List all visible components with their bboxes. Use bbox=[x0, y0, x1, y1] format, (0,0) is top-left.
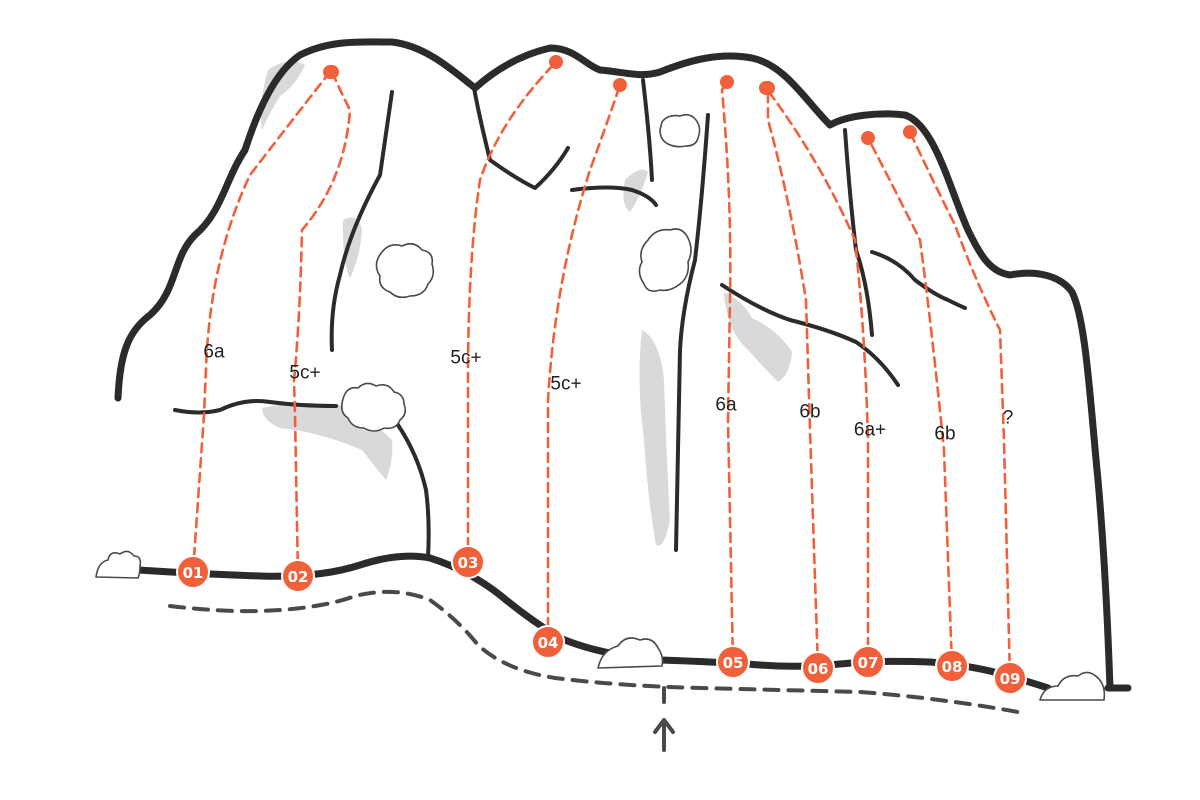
route-07: 6a+ 07 bbox=[759, 81, 886, 679]
route-grade: 6b bbox=[799, 402, 820, 423]
route-line bbox=[466, 60, 558, 564]
route-anchor bbox=[861, 131, 875, 145]
route-grade: 5c+ bbox=[289, 363, 320, 384]
route-line bbox=[191, 70, 332, 574]
route-line bbox=[546, 83, 622, 644]
routes-layer: 6a 01 5c+ 02 5c+ 03 5c+ 04 6a 05 6b 06 6a+ 07 6b 08? 09 bbox=[176, 55, 1027, 695]
route-start-marker bbox=[281, 559, 315, 593]
route-number: 04 bbox=[538, 634, 559, 652]
route-start-marker bbox=[993, 661, 1027, 695]
route-grade: 6a bbox=[715, 395, 737, 416]
route-number: 05 bbox=[723, 654, 744, 672]
route-anchor bbox=[720, 75, 734, 89]
route-line bbox=[908, 130, 1012, 680]
route-anchor bbox=[759, 81, 773, 95]
route-grade: 5c+ bbox=[450, 348, 481, 369]
route-03: 5c+ 03 bbox=[450, 55, 563, 579]
route-number: 02 bbox=[288, 568, 309, 586]
route-number: 01 bbox=[183, 564, 204, 582]
route-start-marker bbox=[801, 651, 835, 685]
route-start-marker bbox=[851, 645, 885, 679]
route-line bbox=[720, 80, 735, 664]
route-start-marker bbox=[935, 649, 969, 683]
route-start-marker bbox=[451, 545, 485, 579]
route-line bbox=[866, 136, 954, 668]
route-number: 07 bbox=[858, 654, 879, 672]
route-05: 6a 05 bbox=[715, 75, 750, 679]
route-line bbox=[766, 86, 820, 670]
rock-shading bbox=[260, 61, 792, 546]
ground-line bbox=[134, 552, 1132, 692]
route-number: 09 bbox=[1000, 670, 1021, 688]
route-01: 6a 01 bbox=[176, 65, 337, 589]
route-grade: 6a+ bbox=[854, 420, 886, 441]
route-number: 08 bbox=[942, 658, 963, 676]
bush-icon bbox=[95, 113, 1106, 701]
approach-trail bbox=[168, 589, 1020, 714]
route-anchor bbox=[549, 55, 563, 69]
route-line bbox=[764, 86, 870, 664]
route-08: 6b 08 bbox=[861, 131, 969, 683]
route-start-marker bbox=[716, 645, 750, 679]
route-line bbox=[292, 70, 352, 578]
route-anchor bbox=[903, 125, 917, 139]
route-start-marker bbox=[176, 555, 210, 589]
route-anchor bbox=[325, 65, 339, 79]
route-06: 6b 06 bbox=[761, 81, 835, 685]
route-grade: 6a bbox=[203, 342, 225, 363]
route-number: 03 bbox=[458, 554, 479, 572]
route-grade: 5c+ bbox=[550, 374, 581, 395]
route-grade: ? bbox=[1003, 408, 1014, 429]
route-grade: 6b bbox=[934, 424, 955, 445]
up-arrow-icon bbox=[653, 686, 675, 752]
route-02: 5c+ 02 bbox=[281, 65, 352, 593]
route-start-marker bbox=[531, 625, 565, 659]
route-number: 06 bbox=[808, 660, 829, 678]
route-04: 5c+ 04 bbox=[531, 78, 627, 659]
route-09: ? 09 bbox=[903, 125, 1027, 695]
rock-outline bbox=[114, 38, 1114, 692]
route-anchor bbox=[613, 78, 627, 92]
